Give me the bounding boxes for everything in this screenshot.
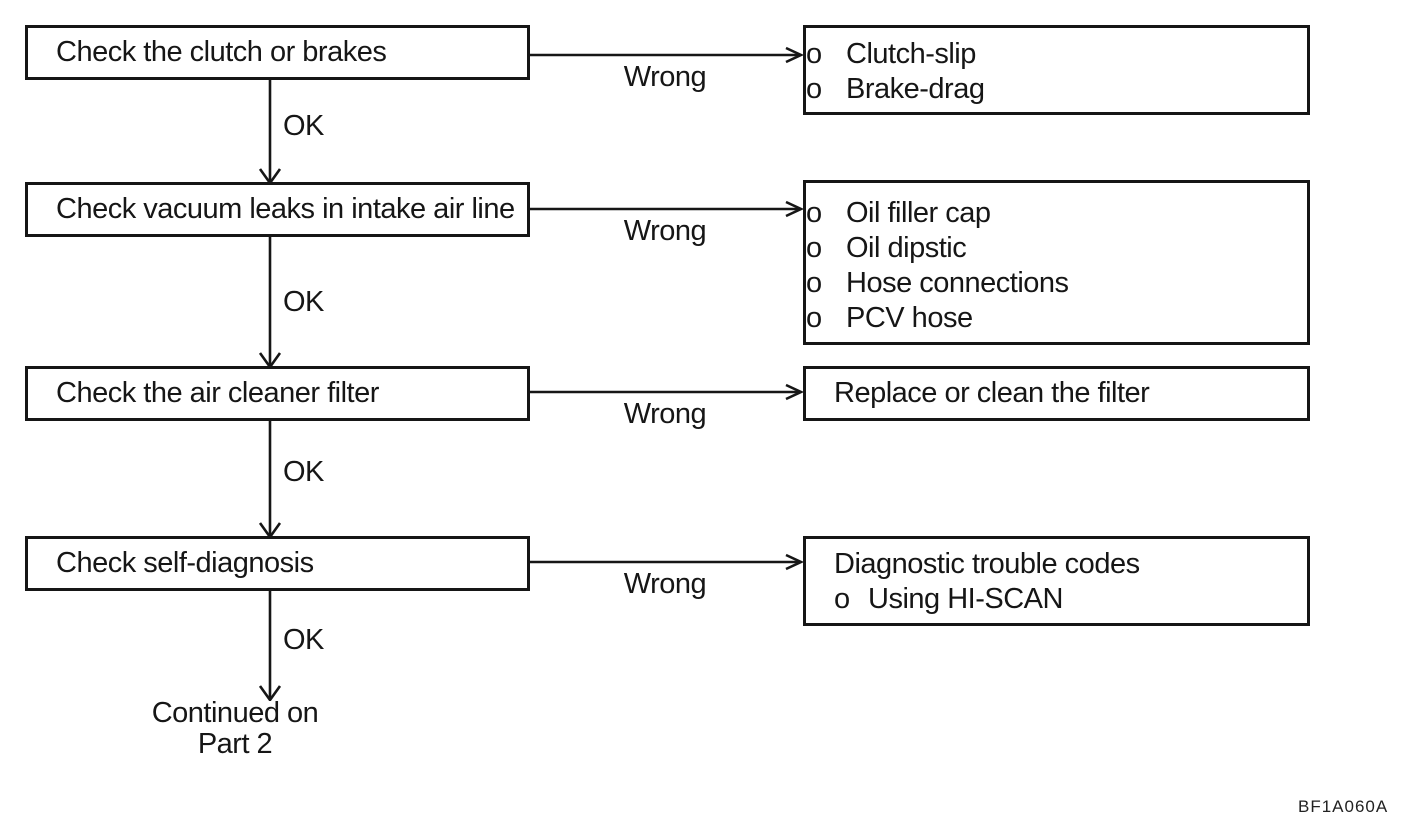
ok-label-2: OK <box>283 286 324 318</box>
bullet-marker: o <box>806 302 822 334</box>
result-item: o PCV hose <box>806 301 1307 336</box>
wrong-label-2: Wrong <box>623 215 707 247</box>
wrong-arrow-icon-3 <box>530 383 803 401</box>
ok-label-4: OK <box>283 624 324 656</box>
bullet-marker: o <box>806 267 822 299</box>
step-label: Check the air cleaner filter <box>56 377 379 409</box>
step-box-check-clutch-or-brakes: Check the clutch or brakes <box>25 25 530 80</box>
result-box-clutch-brake: o Clutch-slip o Brake-drag <box>803 25 1310 115</box>
result-item: o Clutch-slip <box>806 37 1307 72</box>
bullet-marker: o <box>806 38 822 70</box>
result-text: Oil filler cap <box>846 197 991 229</box>
wrong-arrow-icon-2 <box>530 200 803 218</box>
result-item: o Hose connections <box>806 266 1307 301</box>
ok-label-3: OK <box>283 456 324 488</box>
ok-arrow-icon-1 <box>258 80 282 184</box>
step-label: Check the clutch or brakes <box>56 36 387 68</box>
result-text: PCV hose <box>846 302 973 334</box>
wrong-label-4: Wrong <box>623 568 707 600</box>
continuation-line-1: Continued on <box>151 697 319 729</box>
result-text: Replace or clean the filter <box>834 377 1150 409</box>
wrong-label-3: Wrong <box>623 398 707 430</box>
result-item: o Oil dipstic <box>806 231 1307 266</box>
bullet-marker: o <box>806 232 822 264</box>
step-box-check-air-cleaner-filter: Check the air cleaner filter <box>25 366 530 421</box>
result-box-vacuum-leak-sources: o Oil filler cap o Oil dipstic o Hose co… <box>803 180 1310 345</box>
ok-arrow-icon-3 <box>258 421 282 538</box>
result-text: Clutch-slip <box>846 38 976 70</box>
result-text: Oil dipstic <box>846 232 967 264</box>
step-box-check-vacuum-leaks: Check vacuum leaks in intake air line <box>25 182 530 237</box>
ok-arrow-icon-4 <box>258 591 282 701</box>
step-label: Check vacuum leaks in intake air line <box>56 193 515 225</box>
step-label: Check self-diagnosis <box>56 547 314 579</box>
wrong-arrow-icon-4 <box>530 553 803 571</box>
result-text: Using HI-SCAN <box>868 583 1063 615</box>
continuation-note: Continued on Part 2 <box>110 698 360 760</box>
continuation-line-2: Part 2 <box>197 728 273 760</box>
bullet-marker: o <box>806 197 822 229</box>
ok-arrow-icon-2 <box>258 237 282 368</box>
result-box-replace-or-clean-filter: Replace or clean the filter <box>803 366 1310 421</box>
step-box-check-self-diagnosis: Check self-diagnosis <box>25 536 530 591</box>
result-item: Diagnostic trouble codes <box>806 547 1307 582</box>
result-text: Diagnostic trouble codes <box>834 548 1140 580</box>
bullet-marker: o <box>834 583 850 615</box>
result-text: Hose connections <box>846 267 1069 299</box>
figure-code: BF1A060A <box>1298 797 1389 816</box>
result-item: o Oil filler cap <box>806 196 1307 231</box>
result-box-diagnostic-trouble-codes: Diagnostic trouble codes o Using HI-SCAN <box>803 536 1310 626</box>
ok-label-1: OK <box>283 110 324 142</box>
wrong-arrow-icon-1 <box>530 46 803 64</box>
result-item: Replace or clean the filter <box>806 376 1150 411</box>
result-item: o Brake-drag <box>806 72 1307 107</box>
bullet-marker: o <box>806 73 822 105</box>
wrong-label-1: Wrong <box>623 61 707 93</box>
result-item: o Using HI-SCAN <box>806 582 1307 617</box>
result-text: Brake-drag <box>846 73 985 105</box>
